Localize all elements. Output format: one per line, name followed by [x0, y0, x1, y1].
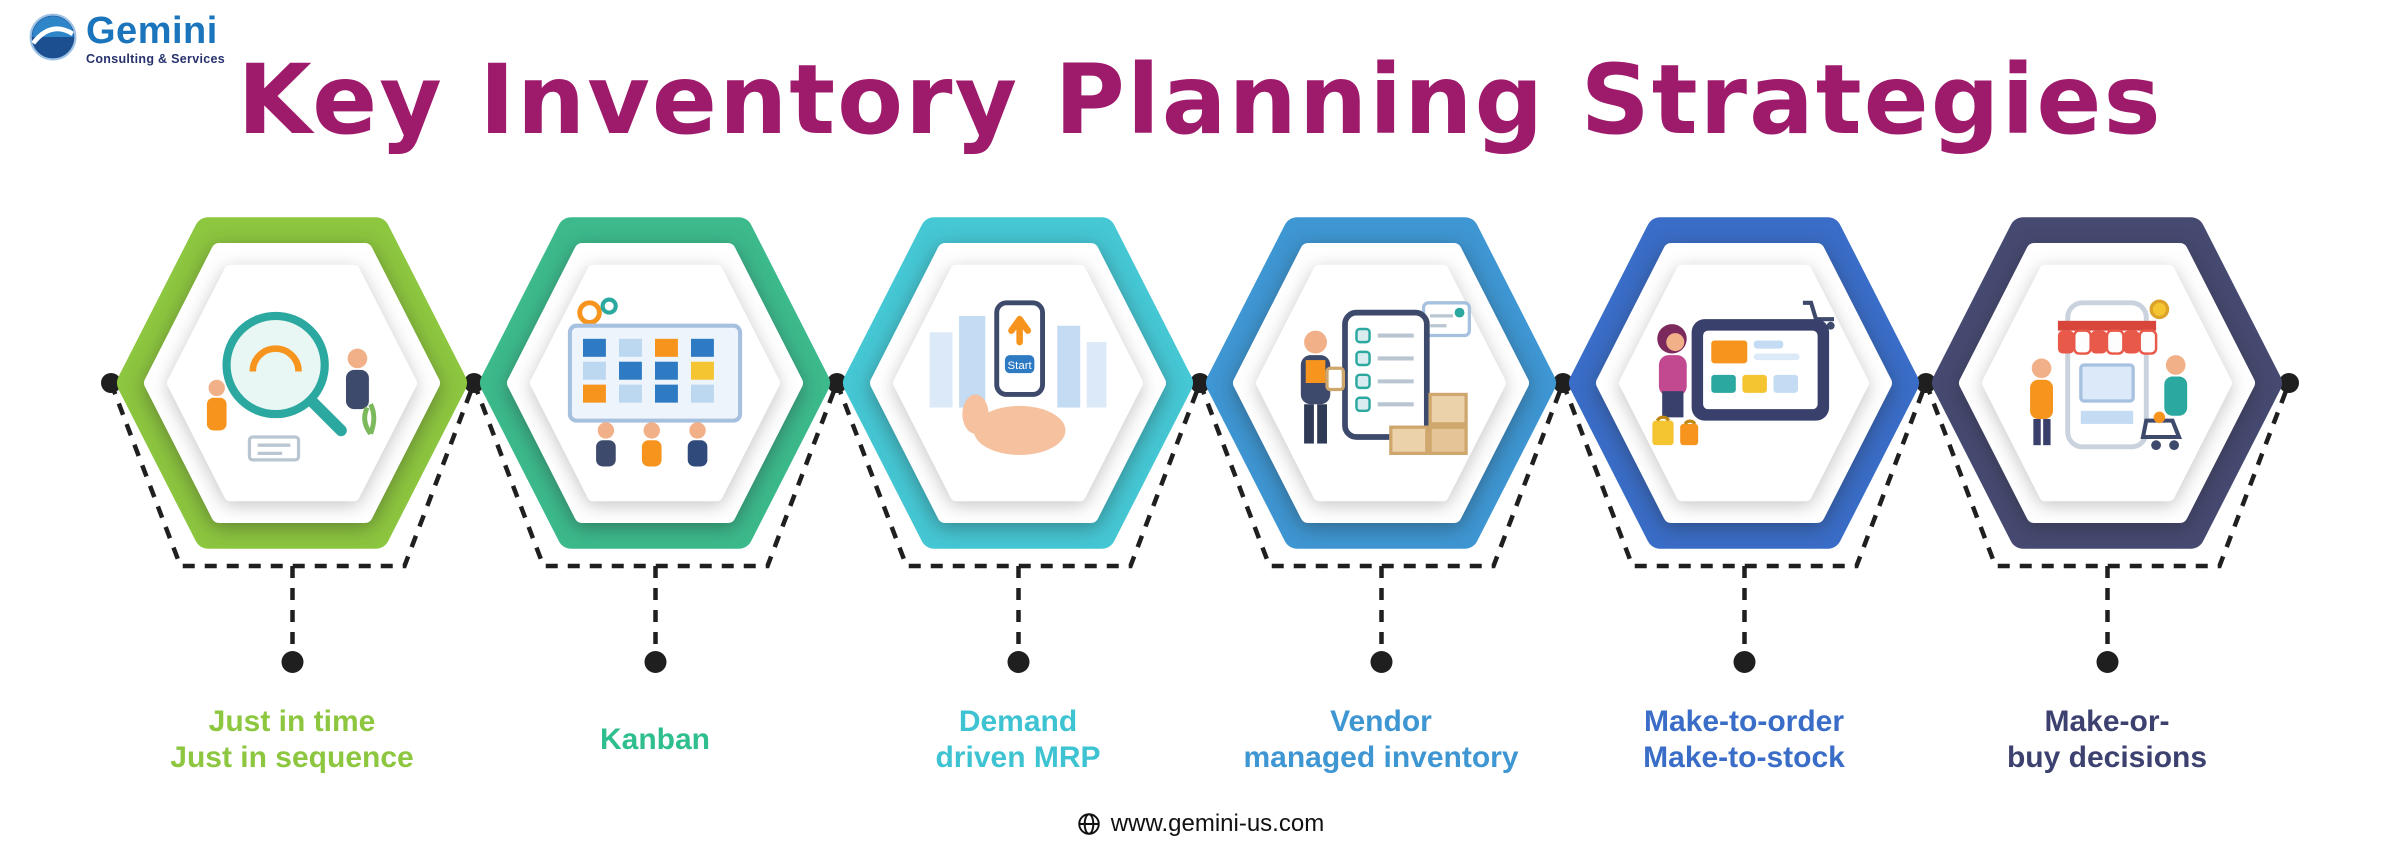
just-in-time-illustration	[192, 293, 392, 473]
logo-name: Gemini	[86, 10, 218, 52]
demand-mrp-phone-illustration: Start	[918, 293, 1118, 473]
strategy-label-make-to-order: Make-to-order Make-to-stock	[1569, 692, 1919, 788]
online-shopping-tablet-illustration	[1644, 293, 1844, 473]
website-globe-icon	[1078, 813, 1100, 835]
label-line: Just in time	[208, 705, 376, 738]
strategy-card-make-or-buy	[1932, 217, 2282, 549]
strategy-card-vendor-managed-inventory	[1206, 217, 1556, 549]
footer: www.gemini-us.com	[0, 810, 2400, 838]
label-line: buy decisions	[2006, 741, 2208, 774]
mobile-storefront-illustration	[2007, 293, 2207, 473]
logo: Gemini Consulting & Services	[28, 12, 225, 66]
strategy-card-demand-driven-mrp: Start	[843, 217, 1193, 549]
strategy-card-kanban	[480, 217, 830, 549]
website-link[interactable]: www.gemini-us.com	[1110, 810, 1325, 837]
label-line: managed inventory	[1243, 741, 1519, 774]
logo-text: Gemini Consulting & Services	[86, 12, 225, 66]
dashed-connectors	[108, 382, 2292, 646]
strategy-label-kanban: Kanban	[480, 692, 830, 788]
label-line: Demand	[958, 705, 1078, 738]
label-line: Just in sequence	[170, 741, 414, 774]
page-title: Key Inventory Planning Strategies	[237, 44, 2163, 156]
label-line: Make-to-order	[1643, 705, 1845, 738]
strategy-label-vendor-managed-inventory: Vendor managed inventory	[1206, 692, 1556, 788]
strategy-label-make-or-buy: Make-or- buy decisions	[1932, 692, 2282, 788]
strategy-label-just-in-time: Just in time Just in sequence	[117, 692, 467, 788]
strategy-label-demand-driven-mrp: Demand driven MRP	[843, 692, 1193, 788]
start-button-text: Start	[1008, 360, 1033, 372]
strategy-card-make-to-order	[1569, 217, 1919, 549]
label-line: Make-to-stock	[1643, 741, 1845, 774]
strategy-card-just-in-time	[117, 217, 467, 549]
logo-tagline: Consulting & Services	[86, 52, 225, 66]
kanban-board-illustration	[555, 293, 755, 473]
connector-dots	[101, 373, 2299, 673]
label-line: Make-or-	[2044, 705, 2170, 738]
vendor-inventory-illustration	[1281, 293, 1481, 473]
label-line: Vendor	[1330, 705, 1432, 738]
label-line: driven MRP	[935, 741, 1101, 774]
label-line: Kanban	[599, 723, 710, 756]
gemini-logo-globe-icon	[29, 13, 77, 61]
